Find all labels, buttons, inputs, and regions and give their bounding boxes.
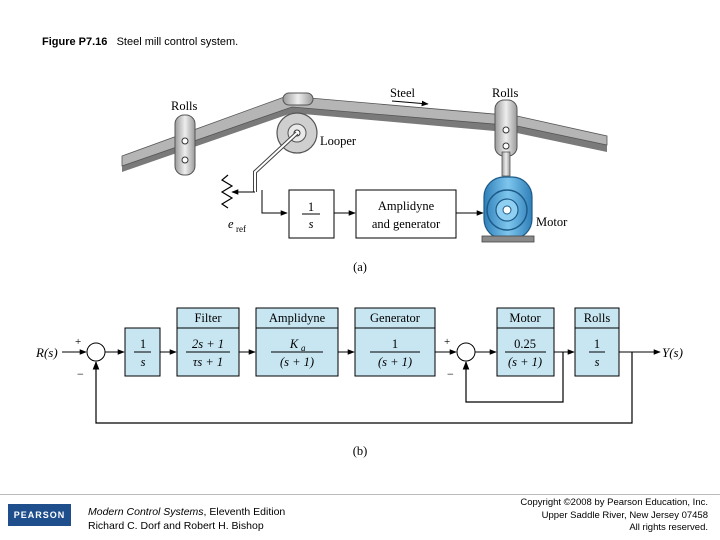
generator-den: (s + 1) [378,355,412,369]
integrator-num-a: 1 [308,200,314,214]
copyright-line-3: All rights reserved. [629,522,708,533]
rolls-left-label: Rolls [171,99,198,113]
looper [220,92,318,216]
copyright-line-1: Copyright ©2008 by Pearson Education, In… [520,497,708,508]
integrator-num-b: 1 [140,337,146,351]
integrator-den-b: s [141,355,146,369]
book-edition: , Eleventh Edition [203,506,286,518]
amplidyne-header-label: Amplidyne [269,311,326,325]
figure-label: Figure P7.16 [42,36,108,48]
rolls-right-label: Rolls [492,86,519,100]
sum1-minus: − [77,367,84,381]
rolls-den: s [595,355,600,369]
book-title: Modern Control Systems [88,506,204,518]
looper-label: Looper [320,134,357,148]
filter-num: 2s + 1 [192,337,224,351]
rolls-num: 1 [594,337,600,351]
amplidyne-label-line1: Amplidyne [378,199,435,213]
copyright-line-2: Upper Saddle River, New Jersey 07458 [541,509,708,521]
copyright-notice: Copyright ©2008 by Pearson Education, In… [520,497,708,535]
part-b-label: (b) [353,444,368,458]
figure-caption: Steel mill control system. [116,36,239,48]
motor-num: 0.25 [514,337,536,351]
amplidyne-den: (s + 1) [280,355,314,369]
filter-header-label: Filter [194,311,222,325]
part-a-label: (a) [353,260,367,274]
eref-subscript: ref [236,224,246,234]
rolls-header-label: Rolls [584,311,611,325]
part-a-illustration [121,92,608,243]
input-label: R(s) [35,345,58,360]
filter-den: τs + 1 [193,355,223,369]
footer-divider [0,494,720,495]
integrator-den-a: s [309,217,314,231]
sum1-plus: + [75,336,81,348]
generator-header-label: Generator [370,311,421,325]
figure-title: Figure P7.16 Steel mill control system. [42,36,238,48]
part-b-block-diagram [62,307,661,424]
motor-label: Motor [536,215,568,229]
left-rolls [174,114,196,176]
summing-junction-1 [86,342,106,362]
book-authors: Richard C. Dorf and Robert H. Bishop [88,520,264,532]
motor-den: (s + 1) [508,355,542,369]
eref-label: e [228,217,234,231]
sum2-plus: + [444,336,450,348]
amplidyne-num: K [289,337,299,351]
generator-num: 1 [392,337,398,351]
sum2-minus: − [447,367,454,381]
book-citation: Modern Control Systems, Eleventh Edition… [88,505,285,533]
amplidyne-num-subscript: a [301,343,306,353]
output-label: Y(s) [662,345,683,360]
right-rolls [494,99,518,177]
pearson-logo: PEARSON [8,504,71,526]
summing-junction-2 [456,342,476,362]
motor-header-label: Motor [509,311,541,325]
amplidyne-label-line2: and generator [372,217,441,231]
motor [481,176,535,243]
amplidyne-generator-block [355,189,457,239]
steel-label: Steel [390,86,416,100]
